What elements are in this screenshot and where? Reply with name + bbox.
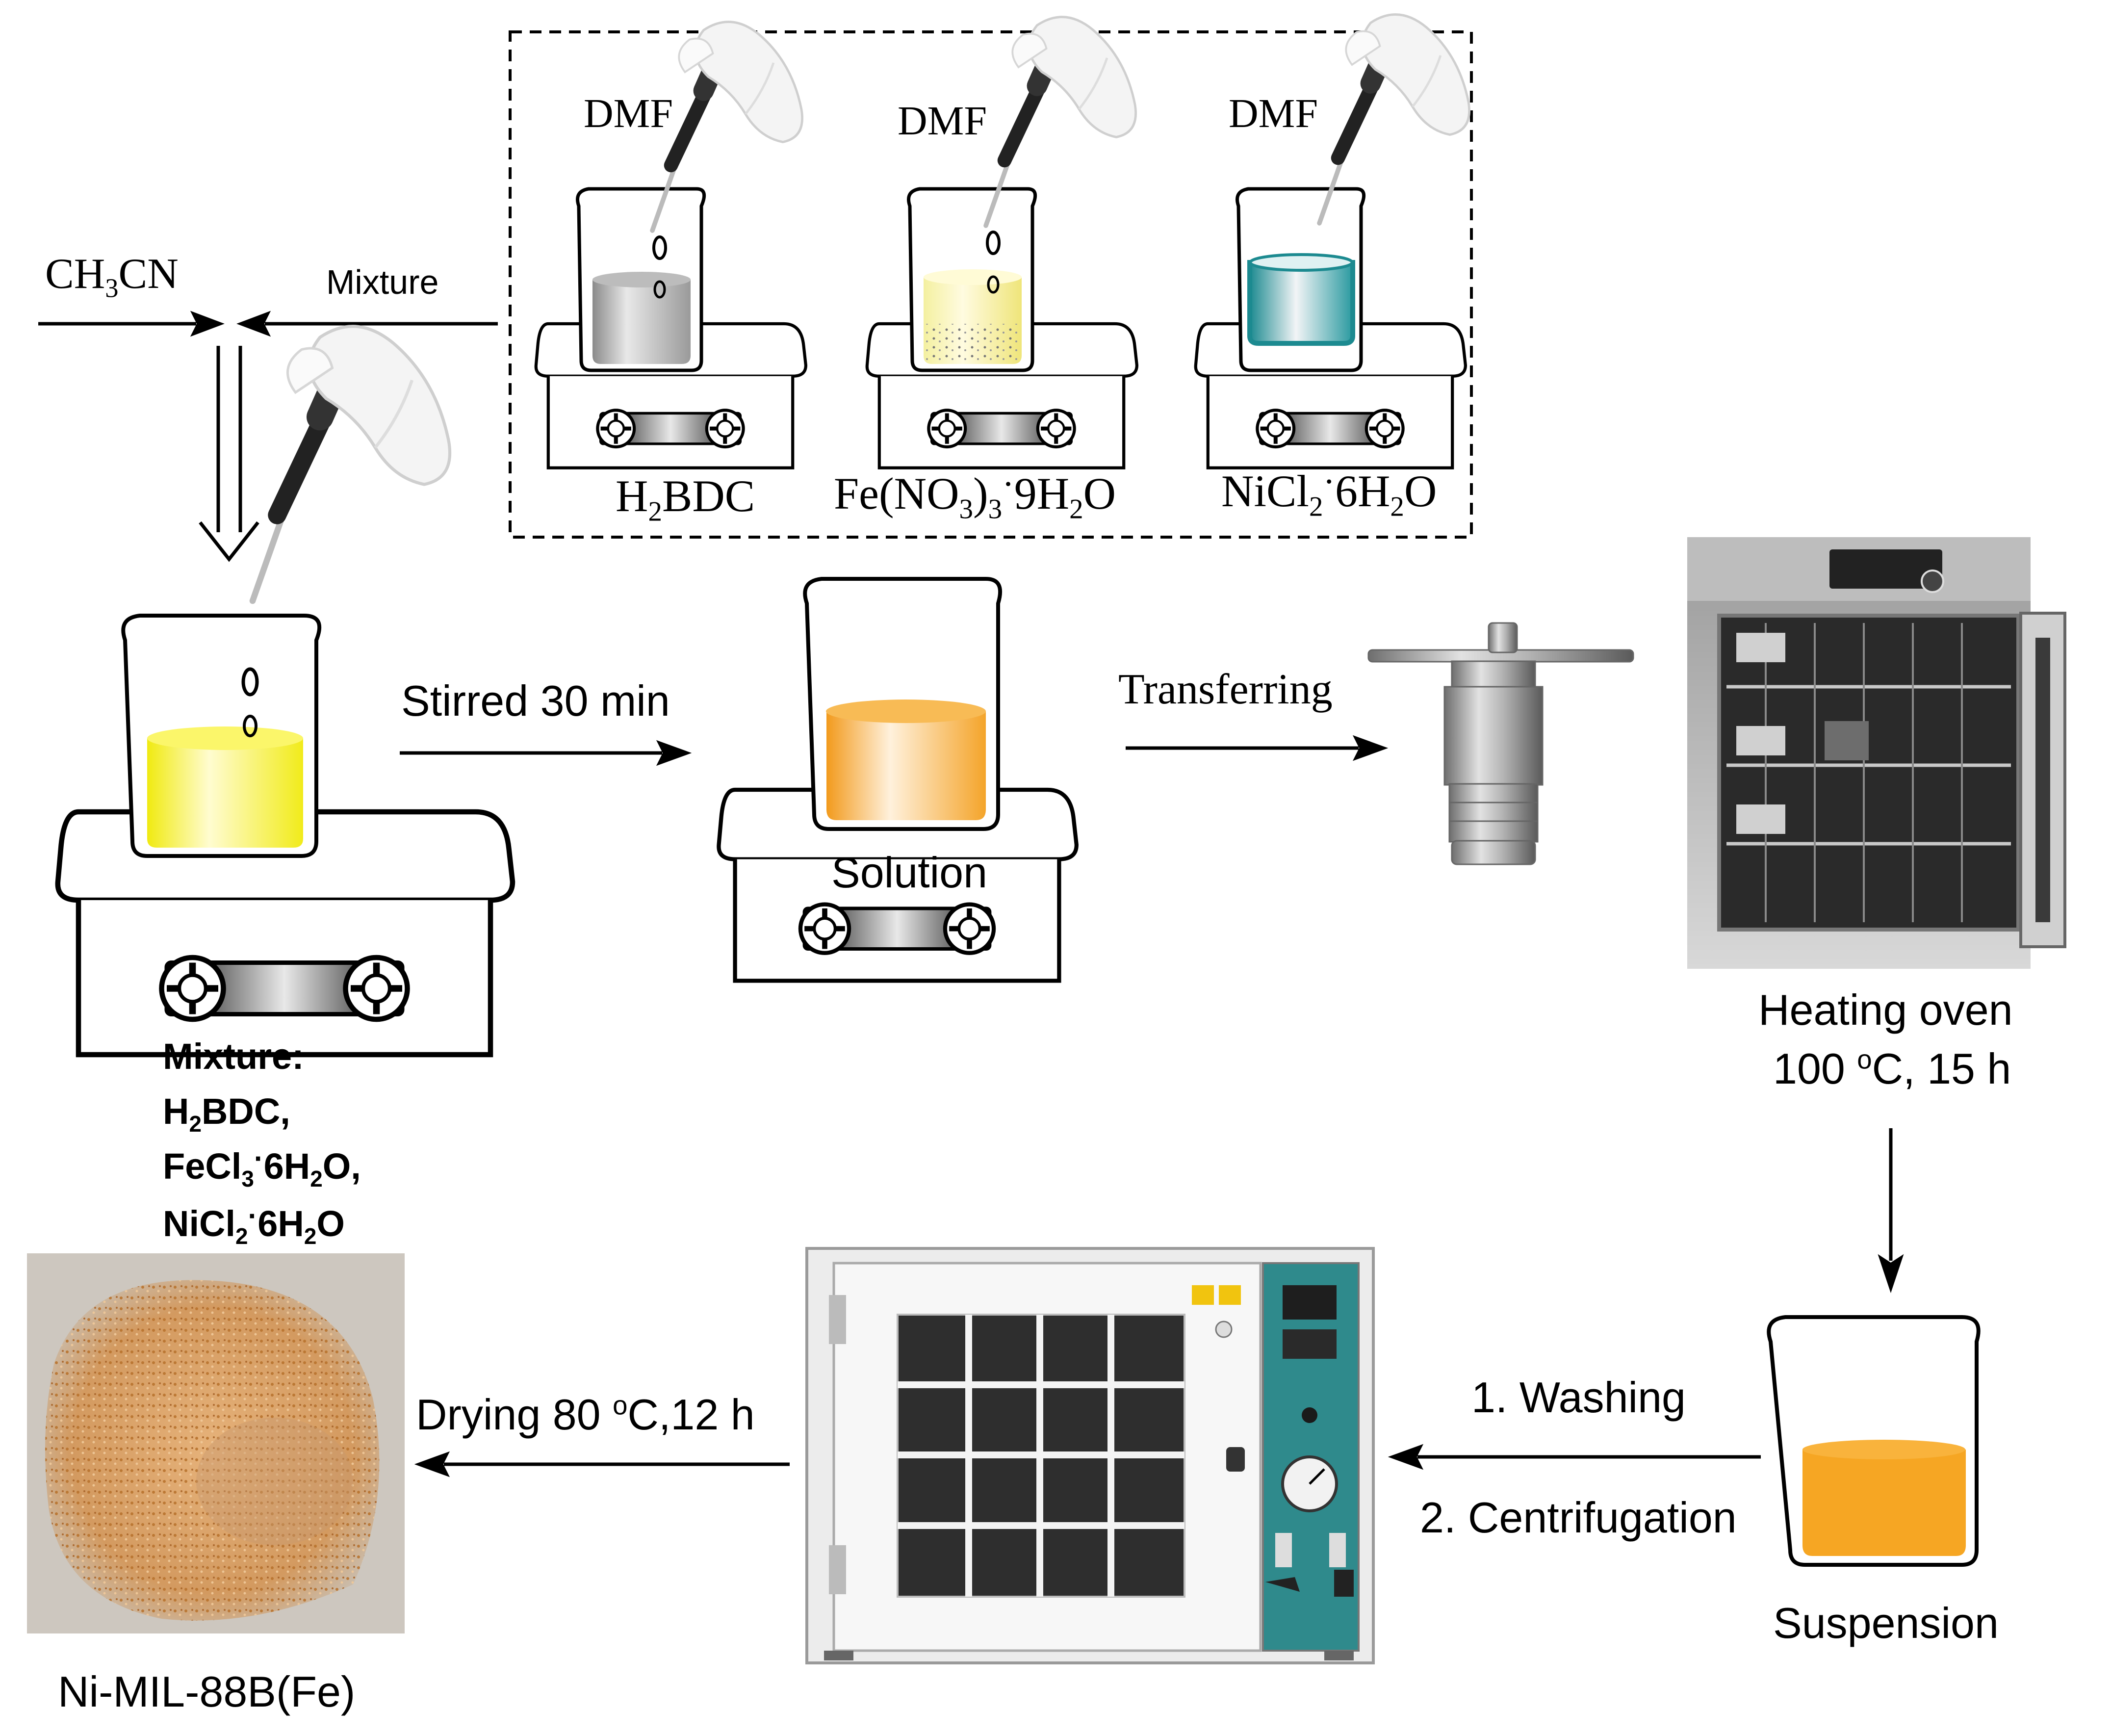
- mixture-composition: Mixture: H2BDC, FeCl3·6H2O, NiCl2·6H2O: [163, 1029, 361, 1254]
- mixing-station-yellow: [58, 326, 513, 1055]
- mixture-item: FeCl3·6H2O,: [163, 1142, 361, 1192]
- reagent-station-h2bdc: [536, 22, 806, 468]
- vacuum-drying-oven-image: [805, 1247, 1375, 1664]
- arrow-stirred: [400, 740, 692, 766]
- transferring-label: Transferring: [1118, 666, 1333, 713]
- drying-label: Drying 80 oC,12 h: [416, 1390, 755, 1439]
- washing-label: 1. Washing: [1471, 1373, 1686, 1422]
- solution-label: Solution: [831, 848, 988, 897]
- arrow-mixture: [236, 311, 498, 337]
- mixture-item: H2BDC,: [163, 1091, 290, 1137]
- beaker-liquid-teal: [1247, 260, 1355, 346]
- mixture-arrow-label: Mixture: [326, 263, 439, 301]
- heating-oven-image: [1687, 537, 2066, 969]
- arrow-washing: [1388, 1444, 1761, 1470]
- dmf-label-2: DMF: [898, 98, 987, 144]
- suspension-label: Suspension: [1773, 1599, 1999, 1647]
- reagent-label-h2bdc: H2BDC: [616, 471, 755, 527]
- product-label: Ni-MIL-88B(Fe): [58, 1667, 356, 1716]
- beaker-liquid-grey: [592, 280, 691, 364]
- reagent-label-nickel-chloride: NiCl2·6H2O: [1221, 461, 1437, 522]
- stirred-label: Stirred 30 min: [401, 676, 670, 725]
- reagent-label-fe-nitrate: Fe(NO3)3·9H2O: [834, 464, 1116, 525]
- heating-oven-label: Heating oven: [1758, 985, 2013, 1034]
- centrifugation-label: 2. Centrifugation: [1420, 1493, 1737, 1542]
- mixture-title: Mixture:: [163, 1036, 304, 1077]
- reagent-station-nickel-chloride: [1196, 15, 1469, 468]
- product-powder-image: [27, 1253, 405, 1633]
- mixture-item: NiCl2·6H2O: [163, 1199, 345, 1249]
- arrow-ch3cn: [38, 311, 225, 337]
- beaker-liquid-yellow: [147, 738, 303, 848]
- reagent-station-fe-nitrate: [867, 17, 1137, 468]
- heating-conditions-label: 100 oC, 15 h: [1773, 1044, 2011, 1093]
- arrow-to-suspension: [1878, 1128, 1904, 1294]
- beaker-liquid-suspension: [1802, 1450, 1966, 1556]
- ch3cn-label: CH3CN: [45, 250, 179, 303]
- arrow-down-double: [199, 346, 259, 562]
- solution-station-orange: [719, 577, 1076, 981]
- dmf-label-3: DMF: [1229, 91, 1318, 136]
- arrow-transferring: [1126, 735, 1389, 761]
- suspension-beaker: [1767, 1315, 1981, 1567]
- arrow-drying: [414, 1451, 790, 1477]
- beaker-liquid-orange: [826, 711, 986, 820]
- autoclave-image: [1367, 622, 1634, 865]
- reagent-group-box: [509, 30, 1473, 539]
- dmf-label-1: DMF: [584, 91, 673, 136]
